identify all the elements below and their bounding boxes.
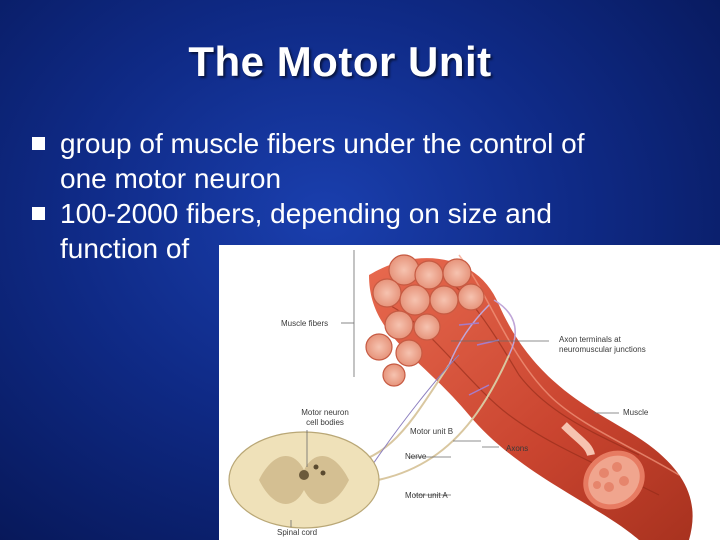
muscle-fiber-bundle	[365, 254, 485, 387]
label-nerve: Nerve	[405, 452, 427, 461]
label-leader-lines	[290, 250, 619, 527]
label-axons: Axons	[506, 444, 529, 453]
bullet-text-line: one motor neuron	[60, 163, 282, 194]
bullet-text-line: group of muscle fibers under the control…	[60, 128, 585, 159]
bullet-item: group of muscle fibers under the control…	[30, 126, 690, 196]
label-motor-neuron-line1: Motor neuron	[301, 408, 349, 417]
illustration-drawing	[228, 250, 693, 540]
bullet-square-icon	[32, 137, 45, 150]
label-muscle: Muscle	[623, 408, 649, 417]
bullet-square-icon	[32, 207, 45, 220]
label-muscle-fibers: Muscle fibers	[281, 319, 329, 328]
label-spinal-cord: Spinal cord	[277, 528, 318, 537]
bullet-text-line: 100-2000 fibers, depending on size and	[60, 198, 552, 229]
label-motor-neuron-line2: cell bodies	[306, 418, 344, 427]
muscle-cross-section	[561, 422, 645, 510]
bullet-text-line: function of	[60, 233, 190, 264]
label-motor-unit-b: Motor unit B	[410, 427, 454, 436]
slide-title: The Motor Unit	[188, 38, 492, 85]
spinal-cord-shape	[228, 431, 380, 529]
label-axon-terminals-line2: neuromuscular junctions	[559, 345, 646, 354]
bullet-list: group of muscle fibers under the control…	[30, 126, 690, 266]
label-axon-terminals-line1: Axon terminals at	[559, 335, 621, 344]
label-motor-unit-a: Motor unit A	[405, 491, 448, 500]
motor-unit-illustration: Muscle fibers Axon terminals at neuromus…	[219, 245, 720, 540]
bullet-item: 100-2000 fibers, depending on size and f…	[30, 196, 690, 266]
